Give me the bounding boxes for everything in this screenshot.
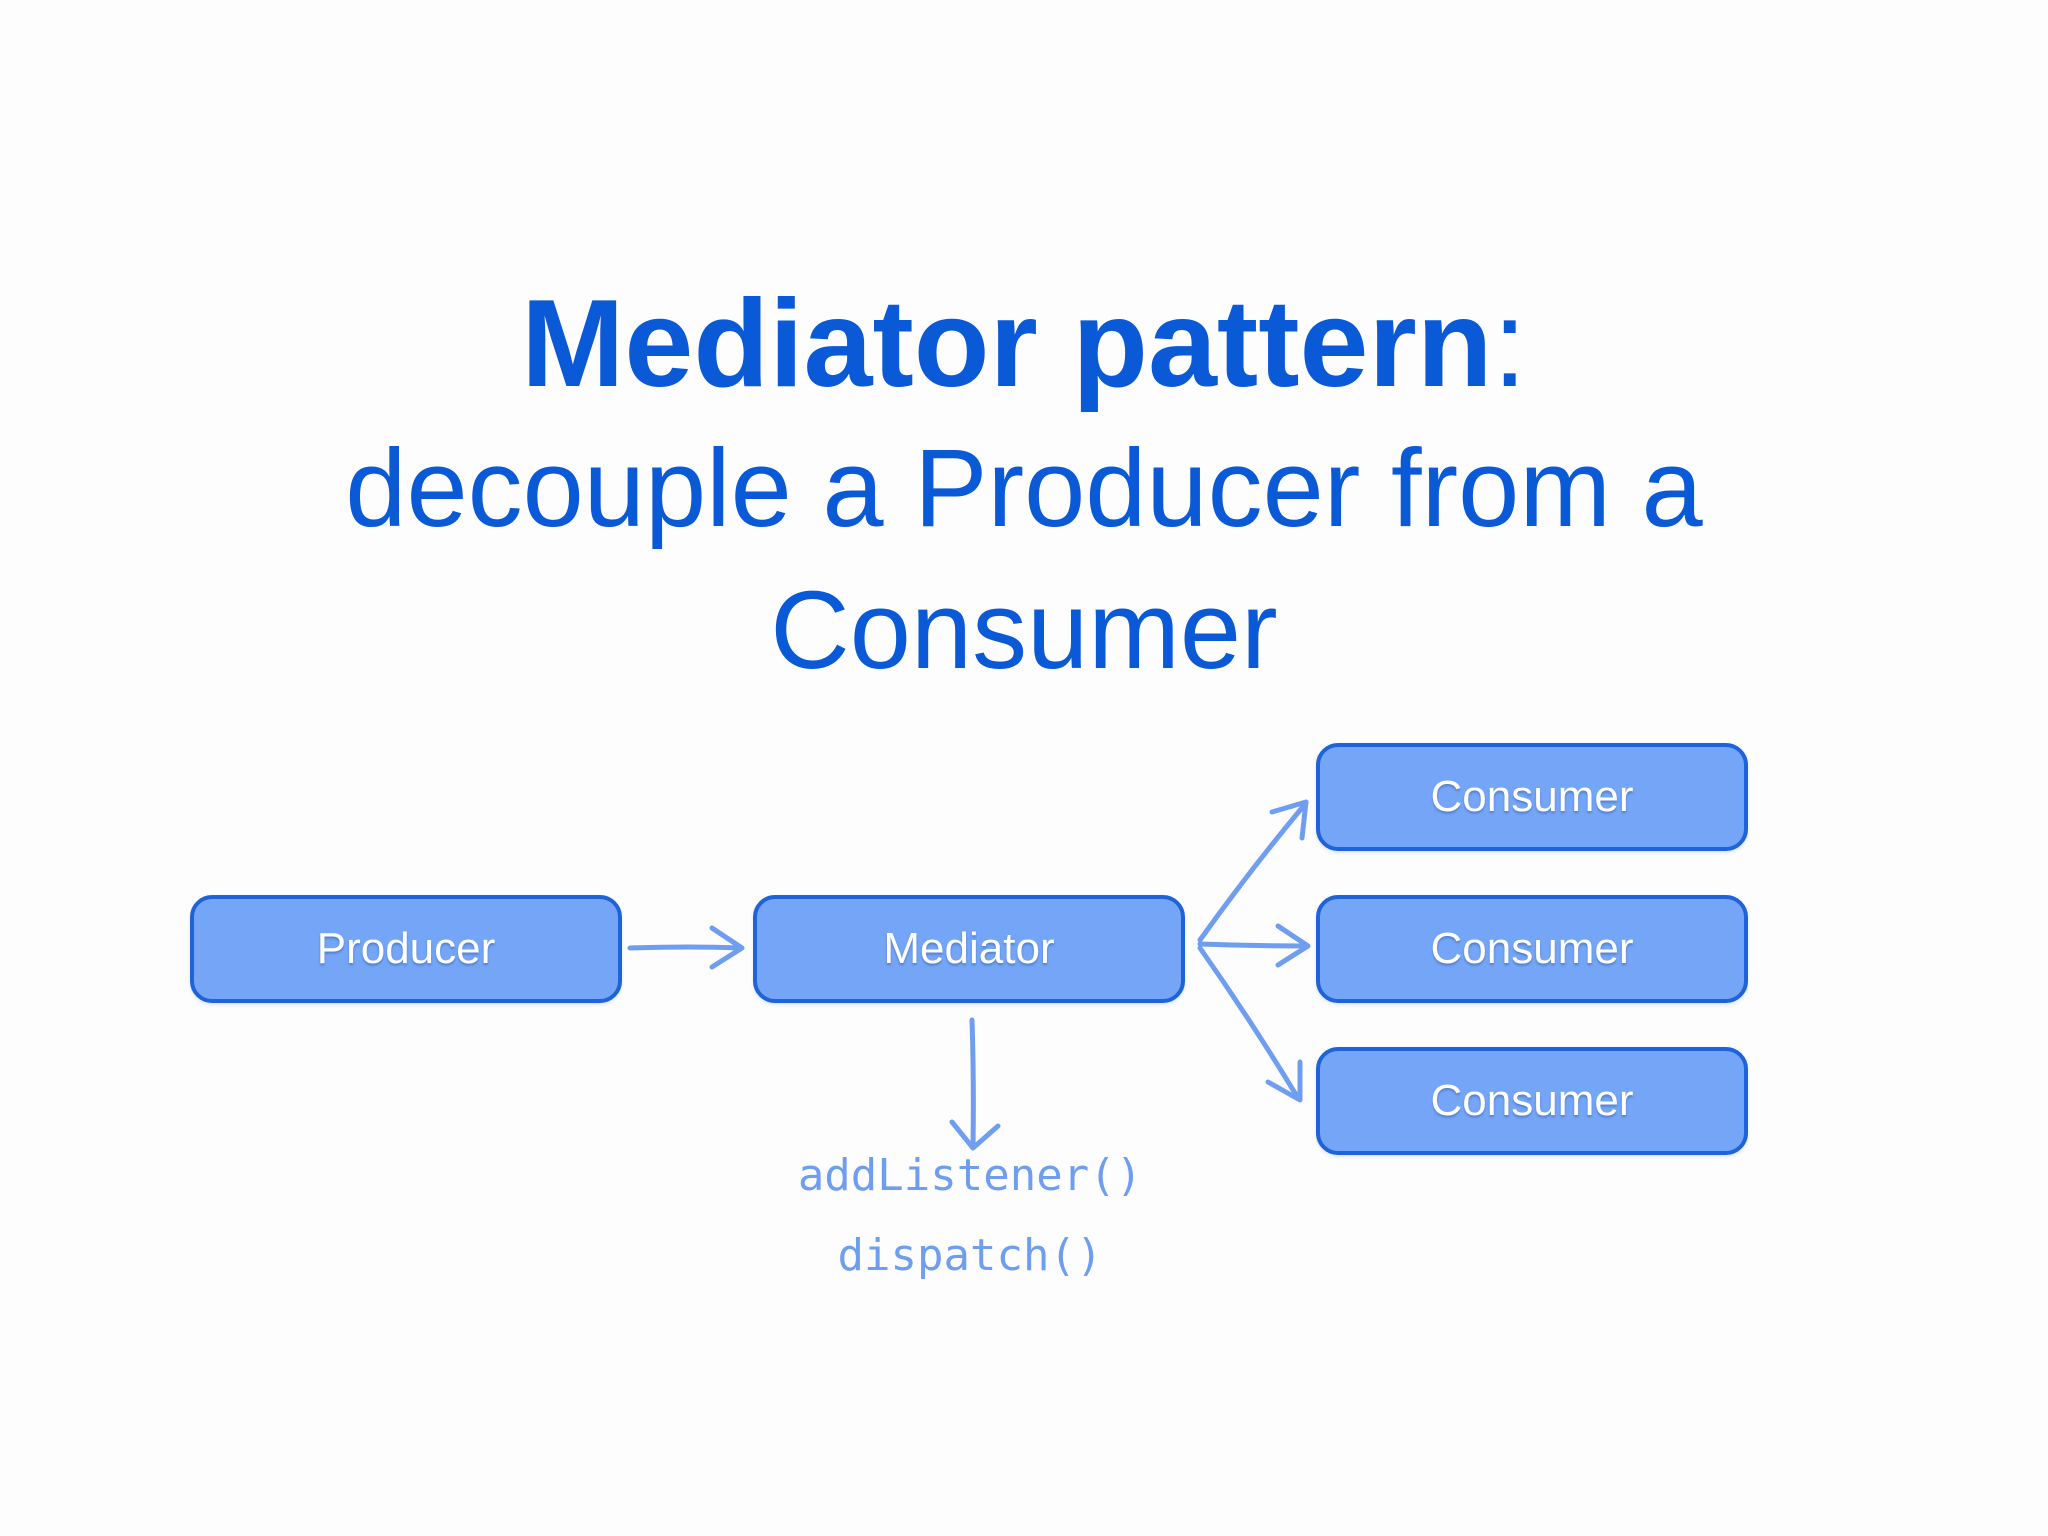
arrow-mediator-to-consumer-3 [1197,945,1303,1103]
arrow-mediator-to-consumer-2 [1197,923,1311,968]
consumer-box-2: Consumer [1316,895,1748,1003]
subtitle-line-2: Consumer [770,569,1278,692]
method-add-listener: addListener() [797,1150,1143,1201]
title-colon: : [1492,275,1527,413]
slide-title: Mediator pattern: [0,270,2048,418]
arrow-producer-to-mediator [627,925,745,970]
arrow-mediator-to-methods [949,1017,1001,1151]
title-bold-text: Mediator pattern [521,275,1493,413]
subtitle-line-1: decouple a Producer from a [345,427,1703,550]
method-dispatch: dispatch() [837,1230,1103,1281]
mediator-box: Mediator [753,895,1185,1003]
producer-box: Producer [190,895,622,1003]
title-block: Mediator pattern: decouple a Producer fr… [0,270,2048,702]
consumer-box-3: Consumer [1316,1047,1748,1155]
arrow-mediator-to-consumer-1 [1197,799,1309,943]
consumer-box-1: Consumer [1316,743,1748,851]
